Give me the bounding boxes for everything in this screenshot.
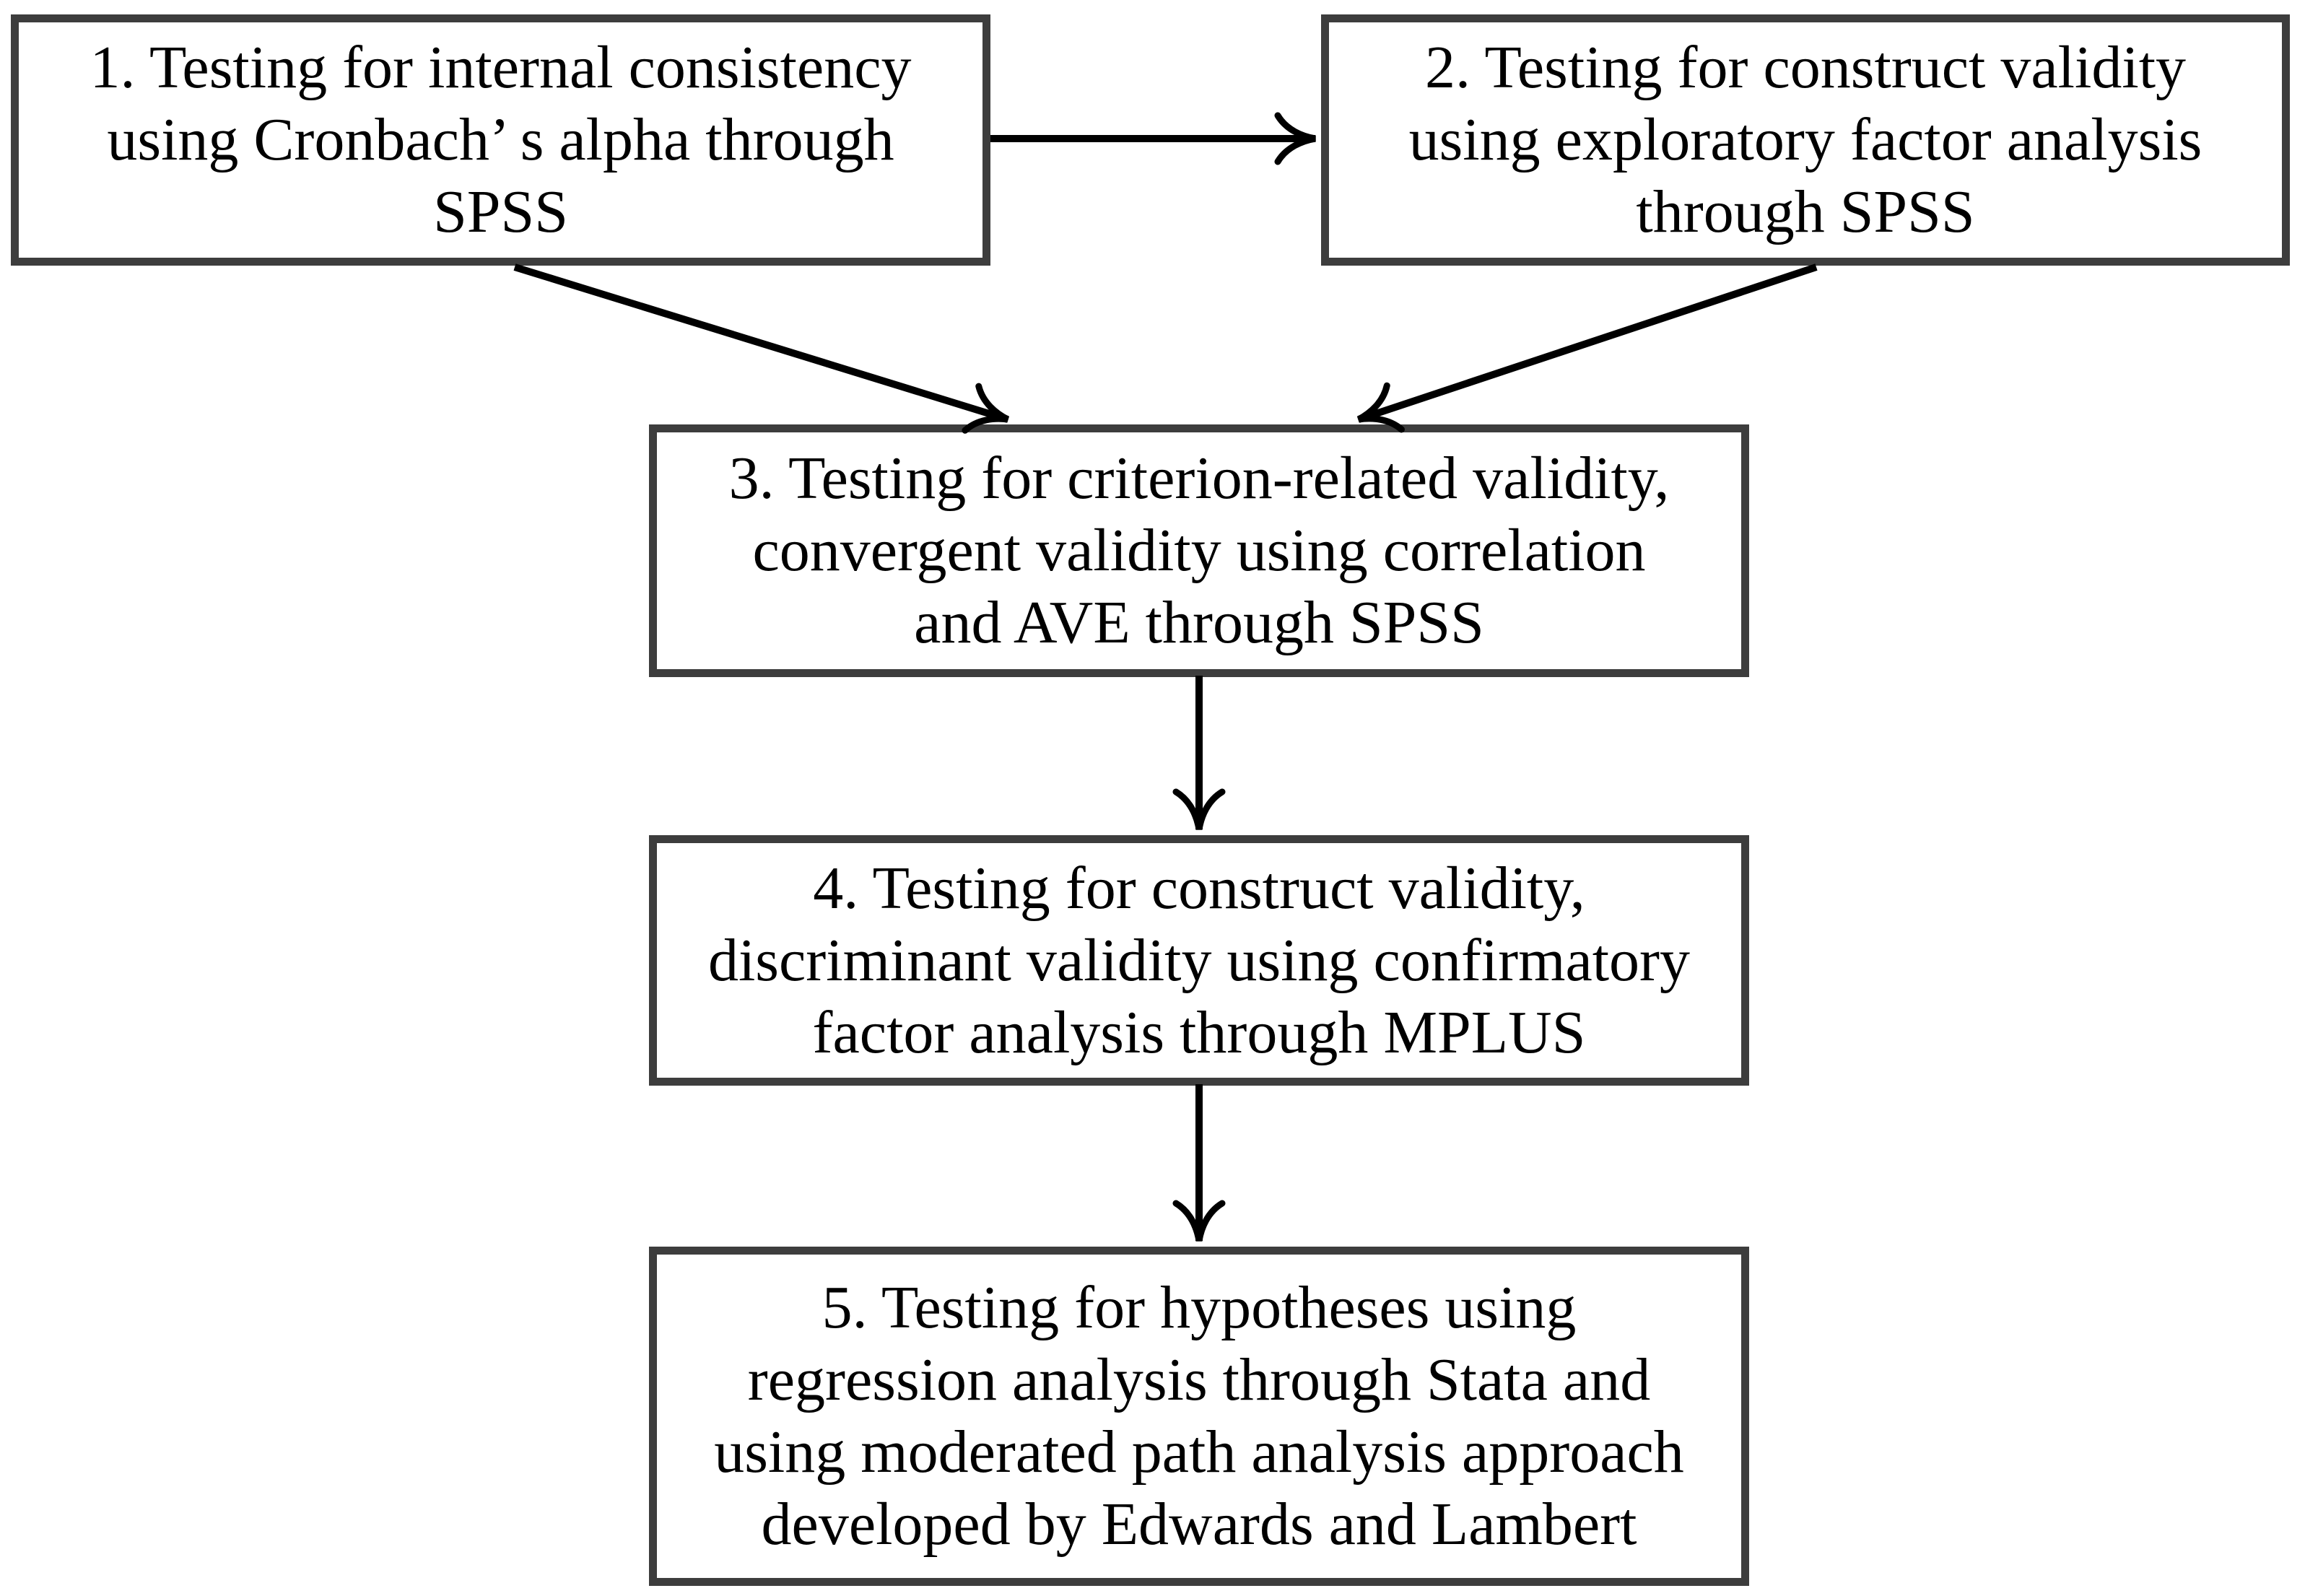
step-1-line-2: using Cronbach’ s alpha through: [107, 106, 894, 173]
step-box-5: 5. Testing for hypotheses using regressi…: [649, 1247, 1749, 1586]
step-3-line-1: 3. Testing for criterion-related validit…: [728, 445, 1670, 512]
step-5-line-2: regression analysis through Stata and: [747, 1346, 1651, 1413]
step-2-line-1: 2. Testing for construct validity: [1424, 34, 2187, 101]
step-4-line-2: discriminant validity using confirmatory: [707, 926, 1691, 994]
step-3-line-3: and AVE through SPSS: [914, 589, 1484, 656]
step-2-line-3: through SPSS: [1636, 178, 1975, 245]
arrow-box1-to-box3: [513, 263, 1010, 434]
step-5-line-3: using moderated path analysis approach: [714, 1418, 1684, 1486]
step-box-1: 1. Testing for internal consistency usin…: [11, 14, 990, 266]
step-box-2: 2. Testing for construct validity using …: [1321, 14, 2290, 266]
step-1-line-3: SPSS: [433, 178, 568, 245]
step-5-line-4: developed by Edwards and Lambert: [761, 1491, 1637, 1558]
step-3-line-2: convergent validity using correlation: [752, 517, 1646, 584]
step-5-line-1: 5. Testing for hypotheses using: [822, 1274, 1577, 1341]
step-4-line-3: factor analysis through MPLUS: [812, 998, 1586, 1066]
step-1-line-1: 1. Testing for internal consistency: [90, 34, 912, 101]
arrow-box2-to-box3: [1356, 263, 1818, 433]
step-4-line-1: 4. Testing for construct validity,: [813, 854, 1585, 922]
step-box-4: 4. Testing for construct validity, discr…: [649, 835, 1749, 1086]
step-box-3: 3. Testing for criterion-related validit…: [649, 424, 1749, 677]
step-2-line-2: using exploratory factor analysis: [1408, 106, 2202, 173]
